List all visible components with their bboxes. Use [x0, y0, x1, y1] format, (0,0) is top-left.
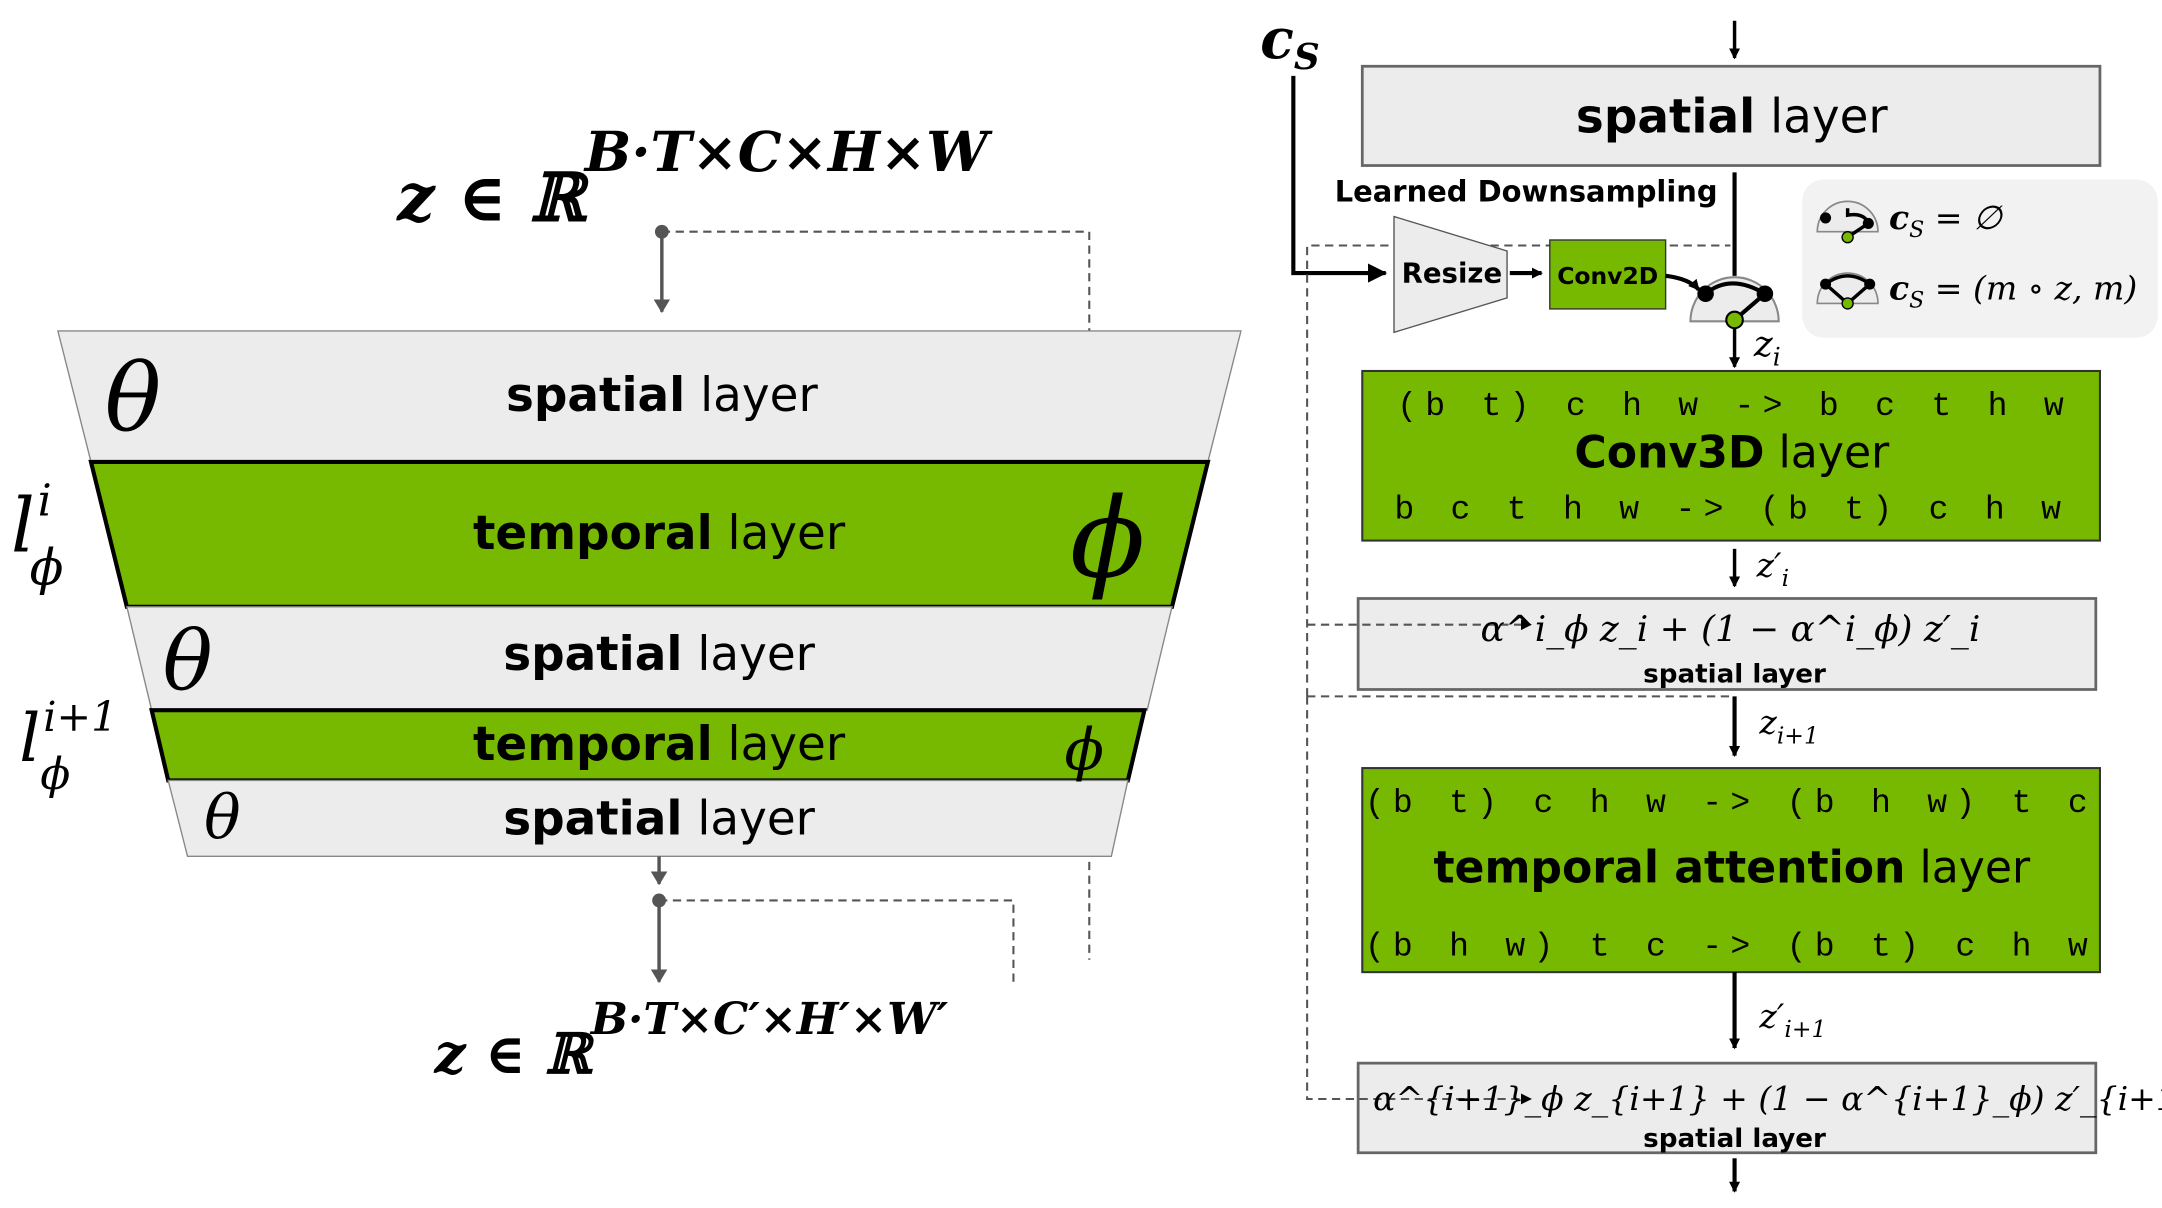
blend-label: spatial layer [1643, 1124, 1826, 1154]
rearrange-out: (b h w) t c -> (b t) c h w [1365, 928, 2096, 966]
phi-symbol: ϕ [1070, 475, 1145, 603]
left-funnel: z ∈ ℝB·T×C×H×W spatial layer θ temporal … [11, 120, 1242, 1087]
conv2d-block [1549, 239, 1667, 310]
theta-symbol: θ [105, 344, 161, 453]
blend-spatial-layer-1 [1356, 597, 2098, 691]
resize-block [1393, 215, 1508, 334]
resize-label: Resize [1402, 257, 1503, 290]
blend-spatial-layer-2 [1356, 1061, 2098, 1155]
layer-label: spatial layer [503, 791, 815, 846]
layer-label: spatial layer [506, 368, 818, 423]
layer-label: temporal attention layer [1433, 843, 2031, 894]
zi1-label: zi+1 [1758, 703, 1818, 750]
right-detail: cS spatial layer Learned Downsampling Re… [1260, 7, 2162, 1193]
skip-dashed-line [659, 899, 1015, 988]
rearrange-in: (b t) c h w -> (b h w) t c [1365, 784, 2096, 822]
legend: cS = ∅ cS = (m ∘ z, m) [1802, 179, 2158, 338]
switch-closed-icon [1816, 272, 1879, 310]
skip-dashed-line [661, 230, 1091, 331]
temporal-attention-layer [1361, 767, 2101, 974]
layer-label: spatial layer [503, 627, 815, 682]
downsampling-title: Learned Downsampling [1335, 174, 1718, 208]
condition-arrow [1291, 75, 1388, 283]
switch-icon [1689, 276, 1780, 330]
input-formula: z ∈ ℝB·T×C×H×W [396, 120, 993, 237]
blend-formula: α^{i+1}_ϕ z_{i+1} + (1 − α^{i+1}_ϕ) z′_{… [1373, 1079, 2162, 1119]
layer-label: spatial layer [1576, 89, 1888, 144]
skip-dashed-line [1306, 696, 1532, 1105]
legend-item: cS = ∅ [1889, 198, 2003, 243]
phi-symbol: ϕ [1064, 715, 1103, 783]
spatial-layer-2 [125, 606, 1173, 711]
conv2d-label: Conv2D [1557, 262, 1658, 290]
cs-label: cS [1260, 7, 1319, 78]
rearrange-in: (b t) c h w -> b c t h w [1397, 387, 2072, 425]
conv3d-layer [1361, 369, 2101, 542]
flow-arrow [1665, 273, 1701, 292]
layer-label: Conv3D layer [1574, 427, 1890, 478]
rearrange-out: b c t h w -> (b t) c h w [1394, 491, 2069, 529]
zi-prime-label: z′i [1756, 545, 1789, 592]
layer-label: temporal layer [473, 506, 846, 561]
theta-symbol: θ [204, 783, 241, 853]
legend-item: cS = (m ∘ z, m) [1889, 268, 2137, 313]
zi1-prime-label: z′i+1 [1758, 996, 1826, 1043]
blend-label: spatial layer [1643, 660, 1826, 690]
blend-formula: α^i_ϕ z_i + (1 − α^i_ϕ) z′_i [1481, 609, 1981, 650]
layer-label: temporal layer [473, 717, 846, 772]
switch-open-icon [1816, 200, 1879, 244]
output-formula: z ∈ ℝB·T×C′×H′×W′ [433, 994, 948, 1087]
zi-label: zi [1753, 324, 1781, 372]
theta-symbol: θ [163, 612, 213, 709]
spatial-layer-3 [167, 779, 1129, 858]
top-spatial-layer [1360, 64, 2102, 167]
